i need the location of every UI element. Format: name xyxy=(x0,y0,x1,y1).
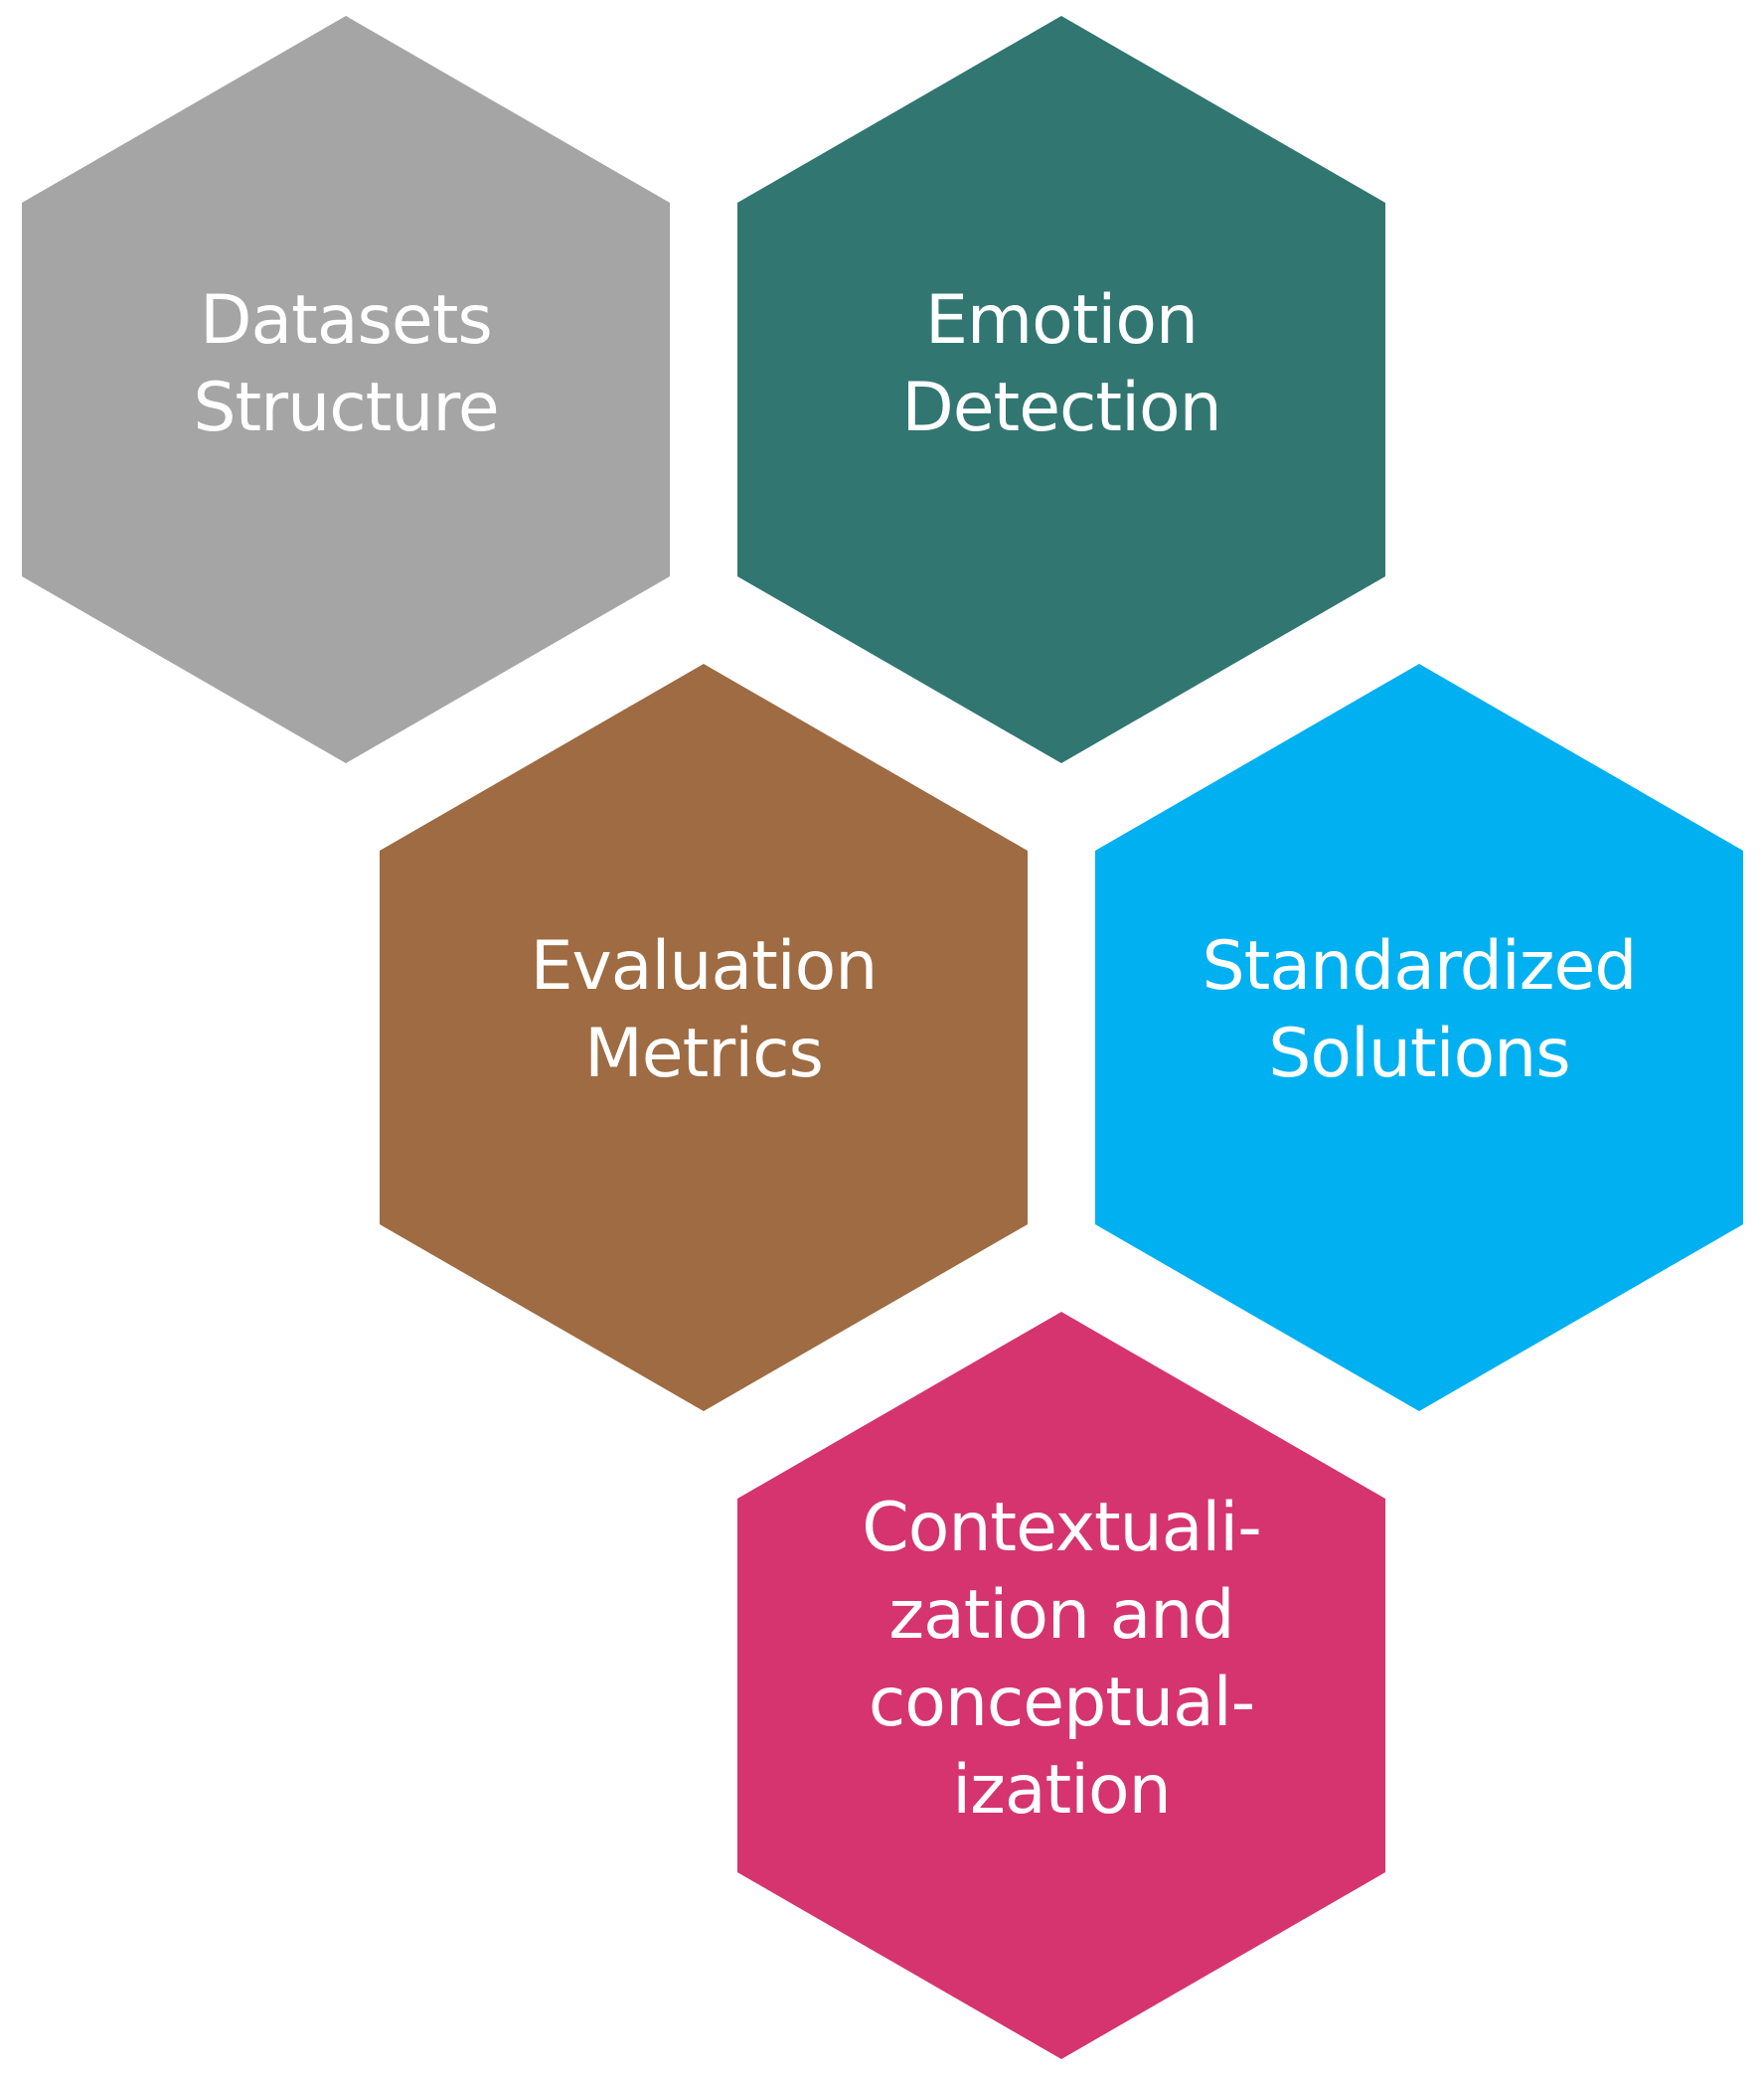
hexagon-shape-evaluation-metrics xyxy=(380,664,1028,1411)
hexagon-label-contextualization: ization xyxy=(952,1751,1171,1830)
hexagon-label-datasets-structure: Datasets xyxy=(200,281,492,360)
hexagon-label-emotion-detection: Emotion xyxy=(925,281,1198,360)
hexagon-label-datasets-structure: Structure xyxy=(193,369,498,447)
hexagon-label-emotion-detection: Detection xyxy=(901,369,1220,447)
hexagon-label-evaluation-metrics: Evaluation xyxy=(531,927,878,1006)
hexagon-label-evaluation-metrics: Metrics xyxy=(584,1015,823,1093)
hexagon-contextualization: Contextuali-zation and conceptual-ization xyxy=(737,1312,1385,2059)
hexagon-shape-emotion-detection xyxy=(737,16,1385,763)
hexagon-label-standardized-solutions: Solutions xyxy=(1268,1015,1569,1093)
hexagon-shape-contextualization xyxy=(737,1312,1385,2059)
hexagon-label-contextualization: zation and xyxy=(888,1576,1233,1655)
hexagon-label-contextualization: Contextuali- xyxy=(862,1489,1260,1567)
hexagon-label-standardized-solutions: Standardized xyxy=(1203,927,1637,1006)
hexagon-label-contextualization: conceptual- xyxy=(869,1664,1254,1742)
hexagon-shape-standardized-solutions xyxy=(1095,664,1743,1411)
hexagon-shape-datasets-structure xyxy=(22,16,670,763)
